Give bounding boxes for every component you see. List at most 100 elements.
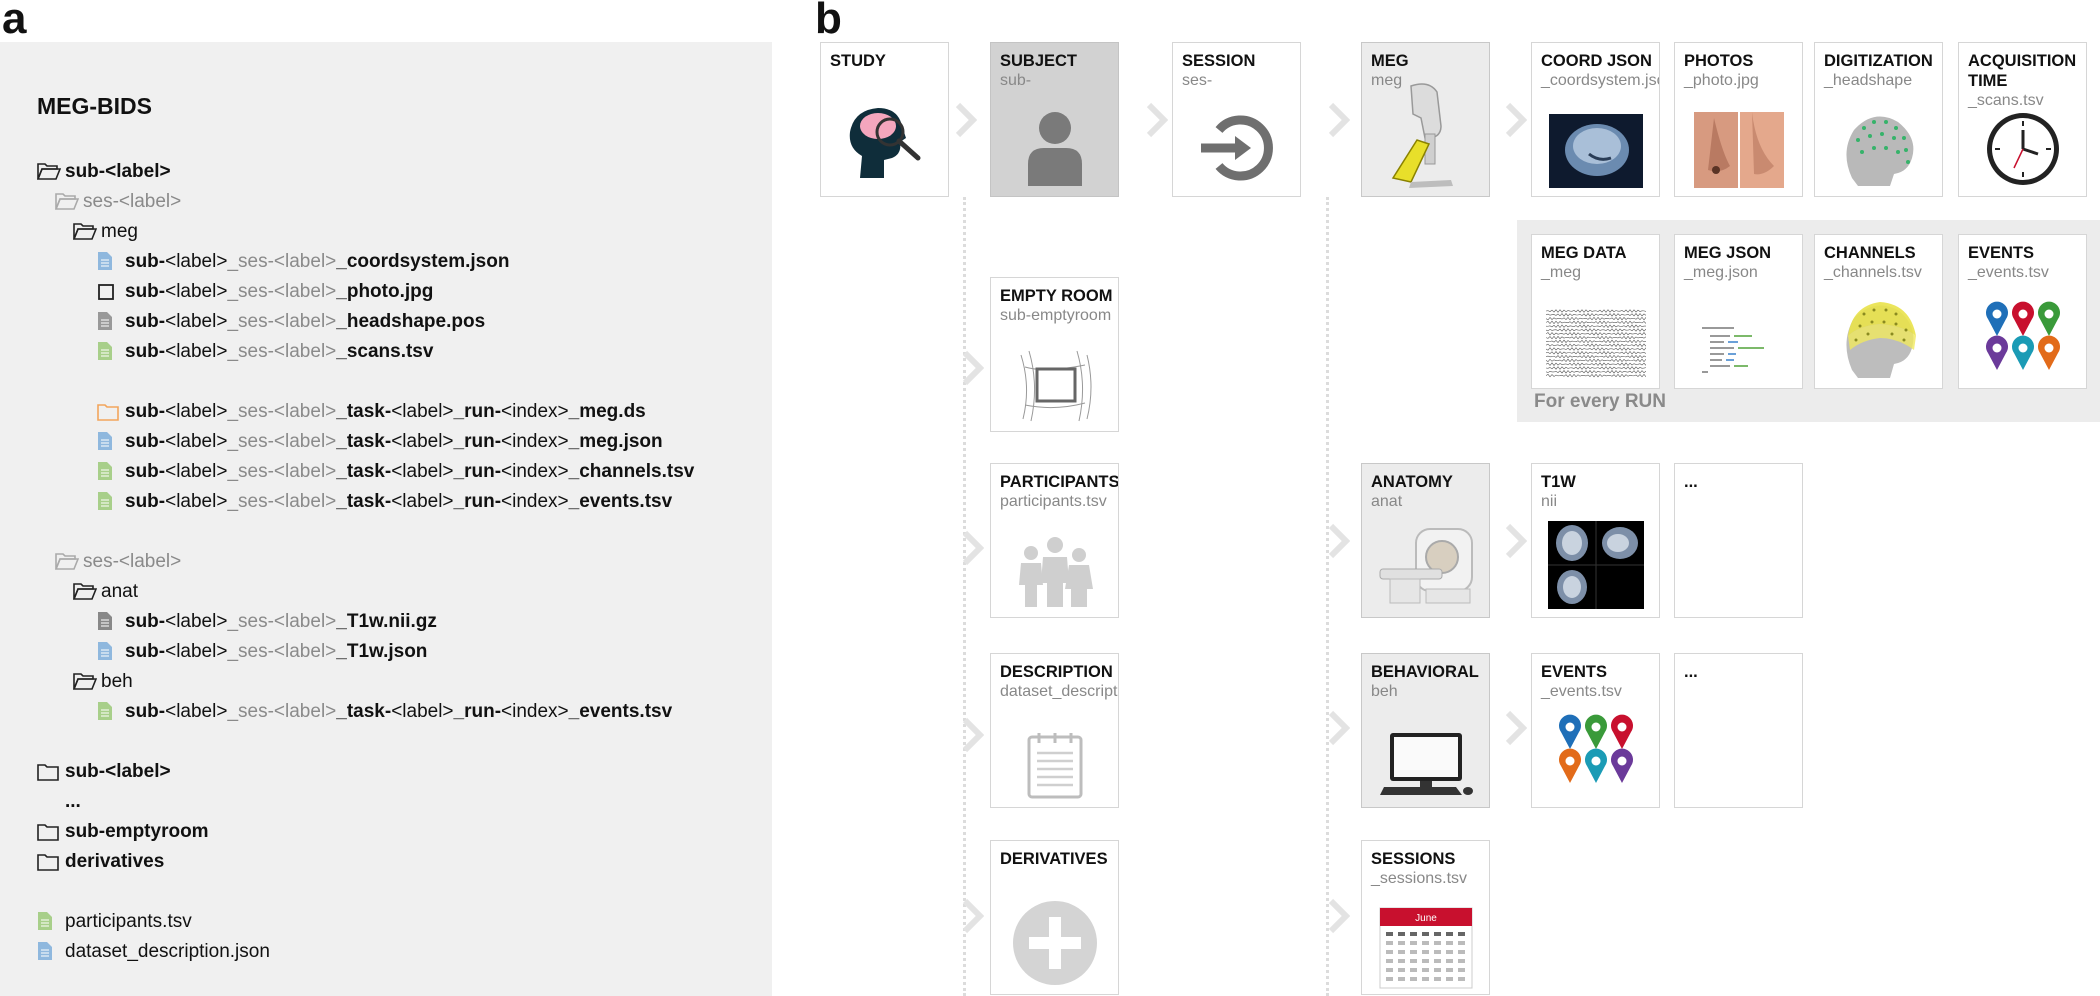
- mri-scanner-icon: [1362, 523, 1489, 609]
- panel-b-letter: b: [815, 0, 842, 43]
- card-acquisition-time[interactable]: ACQUISITION TIME _scans.tsv: [1958, 42, 2087, 197]
- card-sessions[interactable]: SESSIONS _sessions.tsv June: [1361, 840, 1490, 995]
- tree-row[interactable]: beh: [72, 667, 133, 697]
- tree-text: beh: [101, 671, 133, 692]
- card-description[interactable]: DESCRIPTION dataset_description.json: [990, 653, 1119, 808]
- card-meg-json[interactable]: MEG JSON _meg.json: [1674, 234, 1803, 389]
- card-title: ANATOMY: [1371, 473, 1453, 491]
- tree-row[interactable]: sub-<label>_ses-<label>_task-<label>_run…: [97, 697, 672, 727]
- card-coord-json[interactable]: COORD JSON _coordsystem.json: [1531, 42, 1660, 197]
- tree-row[interactable]: meg: [72, 217, 138, 247]
- tree-text: _ses-: [227, 701, 274, 722]
- card-title: EVENTS: [1541, 663, 1608, 681]
- tree-row[interactable]: sub-<label>_ses-<label>_task-<label>_run…: [97, 427, 663, 457]
- tree-row[interactable]: anat: [72, 577, 138, 607]
- chevron-right-icon: [1328, 523, 1351, 564]
- tree-row[interactable]: sub-<label>_ses-<label>_task-<label>_run…: [97, 487, 672, 517]
- tree-row[interactable]: sub-<label>_ses-<label>_T1w.json: [97, 637, 427, 667]
- card-subject[interactable]: SUBJECT sub-: [990, 42, 1119, 197]
- chevron-right-icon: [1146, 102, 1169, 143]
- tree-text: sub-<label>: [65, 161, 171, 182]
- card-title: MEG JSON: [1684, 244, 1772, 262]
- card-title: CHANNELS: [1824, 244, 1916, 262]
- tree-text: sub-<label>: [65, 761, 171, 782]
- card-photos[interactable]: PHOTOS _photo.jpg: [1674, 42, 1803, 197]
- card-session[interactable]: SESSION ses-: [1172, 42, 1301, 197]
- tree-text: sub-: [125, 341, 166, 362]
- tree-text: <index>: [501, 461, 569, 482]
- chevron-right-icon: [962, 717, 985, 758]
- tree-row[interactable]: sub-<label>_ses-<label>_task-<label>_run…: [97, 397, 646, 427]
- tree-row[interactable]: sub-<label>_ses-<label>_T1w.nii.gz: [97, 607, 437, 637]
- json-file-icon: [37, 941, 57, 963]
- card-participants[interactable]: PARTICIPANTS participants.tsv: [990, 463, 1119, 618]
- card-subtitle: _scans.tsv: [1968, 92, 2044, 109]
- chevron-right-icon: [962, 350, 985, 391]
- meg-scanner-icon: [1362, 78, 1489, 188]
- tree-row[interactable]: ses-<label>: [54, 547, 181, 577]
- tree-text: _ses-: [227, 611, 274, 632]
- session-connector: [1326, 197, 1329, 996]
- card-title: EMPTY ROOM: [1000, 287, 1113, 305]
- chevron-right-icon: [962, 530, 985, 571]
- json-code-icon: [1675, 320, 1802, 380]
- tree-row[interactable]: sub-emptyroom: [37, 817, 209, 847]
- tree-text: <label>: [273, 431, 337, 452]
- tree-row[interactable]: sub-<label>_ses-<label>_headshape.pos: [97, 307, 485, 337]
- tree-text: sub-: [125, 431, 166, 452]
- tree-text: <label>: [165, 641, 228, 662]
- tree-text: <label>: [273, 341, 337, 362]
- tree-text: <label>: [273, 701, 337, 722]
- tree-text: <label>: [165, 401, 228, 422]
- tree-text: _events.tsv: [568, 491, 673, 512]
- tree-row[interactable]: derivatives: [37, 847, 164, 877]
- tree-text: <label>: [165, 431, 228, 452]
- tree-row[interactable]: dataset_description.json: [37, 937, 270, 967]
- tree-text: <index>: [501, 701, 569, 722]
- folder-closed-icon: [37, 821, 59, 843]
- card-events-beh[interactable]: EVENTS _events.tsv: [1531, 653, 1660, 808]
- card-empty-room[interactable]: EMPTY ROOM sub-emptyroom: [990, 277, 1119, 432]
- card-meg-data[interactable]: MEG DATA _meg: [1531, 234, 1660, 389]
- json-file-icon: [97, 431, 117, 453]
- photo-file-icon: [97, 281, 117, 303]
- tree-row[interactable]: sub-<label>: [36, 157, 171, 187]
- card-title: BEHAVIORAL: [1371, 663, 1479, 681]
- card-anat-more[interactable]: ...: [1674, 463, 1803, 618]
- card-study[interactable]: STUDY: [820, 42, 949, 197]
- tree-row[interactable]: sub-<label>: [37, 757, 171, 787]
- card-title: SUBJECT: [1000, 52, 1078, 70]
- card-t1w[interactable]: T1W nii: [1531, 463, 1660, 618]
- tree-text: <label>: [273, 611, 337, 632]
- tree-text: _T1w.nii.gz: [336, 611, 437, 632]
- card-behavioral[interactable]: BEHAVIORAL beh: [1361, 653, 1490, 808]
- card-title: SESSION: [1182, 52, 1256, 70]
- card-anatomy[interactable]: ANATOMY anat: [1361, 463, 1490, 618]
- tree-text: <label>: [273, 251, 337, 272]
- card-meg[interactable]: MEG meg: [1361, 42, 1490, 197]
- card-derivatives[interactable]: DERIVATIVES: [990, 840, 1119, 995]
- tree-text: sub-: [125, 401, 166, 422]
- tree-row[interactable]: participants.tsv: [37, 907, 192, 937]
- tree-row[interactable]: sub-<label>_ses-<label>_task-<label>_run…: [97, 457, 694, 487]
- card-beh-more[interactable]: ...: [1674, 653, 1803, 808]
- card-subtitle: sub-: [1000, 72, 1032, 89]
- tree-row[interactable]: sub-<label>_ses-<label>_photo.jpg: [97, 277, 433, 307]
- card-digitization[interactable]: DIGITIZATION _headshape: [1814, 42, 1943, 197]
- tree-text: <label>: [391, 701, 454, 722]
- tree-row[interactable]: ...: [37, 787, 81, 817]
- tree-text: sub-: [125, 311, 166, 332]
- tree-row[interactable]: sub-<label>_ses-<label>_coordsystem.json: [97, 247, 509, 277]
- sensor-helmet-icon: [1815, 296, 1942, 380]
- card-channels[interactable]: CHANNELS _channels.tsv: [1814, 234, 1943, 389]
- card-events-run[interactable]: EVENTS _events.tsv: [1958, 234, 2087, 389]
- computer-icon: [1362, 729, 1489, 799]
- panel-a-letter: a: [2, 0, 27, 43]
- card-subtitle: _meg.json: [1684, 264, 1758, 281]
- folder-open-light-icon: [54, 191, 80, 213]
- tree-row[interactable]: sub-<label>_ses-<label>_scans.tsv: [97, 337, 433, 367]
- card-subtitle: _coordsystem.json: [1541, 72, 1659, 89]
- tree-text: _ses-: [227, 641, 274, 662]
- tree-row[interactable]: ses-<label>: [54, 187, 181, 217]
- notepad-icon: [991, 729, 1118, 799]
